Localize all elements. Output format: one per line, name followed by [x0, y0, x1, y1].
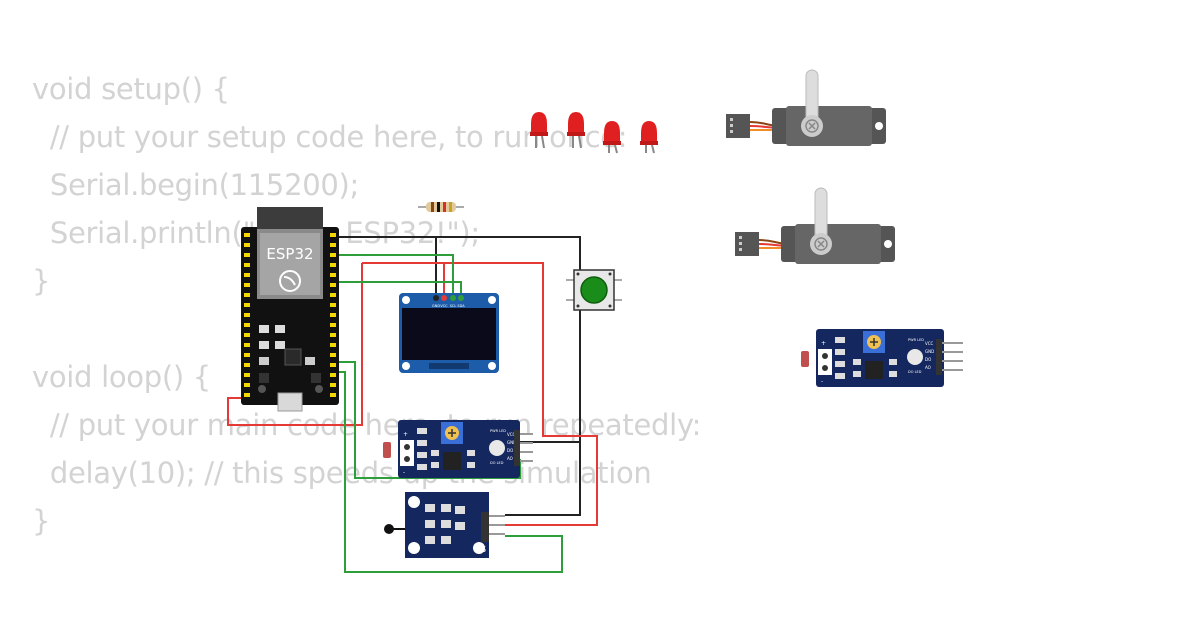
espressif-logo-icon — [279, 270, 301, 292]
servo-motor[interactable] — [735, 187, 895, 264]
ldr-led-label: DO LED — [908, 370, 922, 374]
ldr-pin-label: GND — [925, 349, 934, 354]
ldr-led-label: PWR LED — [490, 429, 506, 433]
temperature-sensor-module[interactable]: S — [384, 492, 505, 558]
ldr-pin-plus: + — [403, 431, 408, 438]
oled-screen — [402, 308, 496, 360]
wire-green[interactable] — [335, 371, 563, 573]
thermistor — [384, 524, 394, 534]
oled-pin-label: SDA — [457, 304, 465, 308]
photoresistor — [801, 351, 809, 367]
esp32-right-pins — [330, 233, 336, 397]
ldr-pin-minus: - — [821, 378, 823, 385]
code-line: // put your setup code here, to run once… — [32, 120, 628, 154]
ldr-pin-label: VCC — [507, 432, 516, 437]
esp32-left-pins — [244, 233, 250, 397]
wire-green[interactable] — [335, 281, 462, 298]
usb-port — [277, 392, 303, 412]
red-leds — [530, 112, 658, 154]
code-line: } — [32, 264, 51, 298]
red-led[interactable] — [603, 121, 621, 154]
red-led[interactable] — [640, 121, 658, 154]
wire-black[interactable] — [335, 236, 581, 516]
oled-pin-label: GND — [432, 304, 440, 308]
esp32-board[interactable]: ESP32 — [241, 207, 339, 412]
ldr-pin-label: VCC — [925, 341, 934, 346]
code-line: delay(10); // this speeds up the simulat… — [32, 456, 652, 490]
ldr-module[interactable]: + - PWR LED DO LED VCC GND DO AO — [383, 420, 533, 478]
ldr-pin-plus: + — [821, 340, 826, 347]
wire-red[interactable] — [227, 263, 363, 426]
red-led[interactable] — [567, 112, 585, 149]
ldr-pin-label: AO — [925, 365, 931, 370]
oled-pin-label: VCC — [440, 304, 448, 308]
temp-pin-label: S — [481, 545, 486, 554]
ldr-led-label: DO LED — [490, 461, 504, 465]
ldr-led-label: PWR LED — [908, 338, 924, 342]
ldr-pin-label: AO — [507, 456, 513, 461]
ldr-module[interactable]: + - PWR LED DO LED VCC GND DO AO — [801, 329, 963, 387]
push-button[interactable] — [566, 269, 622, 311]
ldr-pin-label: GND — [507, 440, 516, 445]
ldr-pin-label: DO — [925, 357, 931, 362]
red-led[interactable] — [530, 112, 548, 149]
boot-button[interactable] — [315, 385, 323, 393]
servo-motor[interactable] — [726, 69, 886, 146]
esp32-label: ESP32 — [266, 245, 313, 263]
resistor[interactable] — [418, 202, 464, 212]
button-cap[interactable] — [580, 276, 608, 304]
oled-pin-label: SCL — [450, 304, 457, 308]
en-button[interactable] — [258, 385, 266, 393]
oled-display[interactable]: GND VCC SCL SDA — [399, 293, 499, 373]
code-line: } — [32, 504, 51, 538]
code-line: Serial.begin(115200); — [32, 168, 360, 202]
code-line: void loop() { — [32, 360, 211, 394]
code-line: void setup() { — [32, 72, 230, 106]
ldr-pin-minus: - — [403, 469, 405, 476]
ldr-pin-label: DO — [507, 448, 513, 453]
wire-green[interactable] — [335, 254, 454, 298]
photoresistor — [383, 442, 391, 458]
